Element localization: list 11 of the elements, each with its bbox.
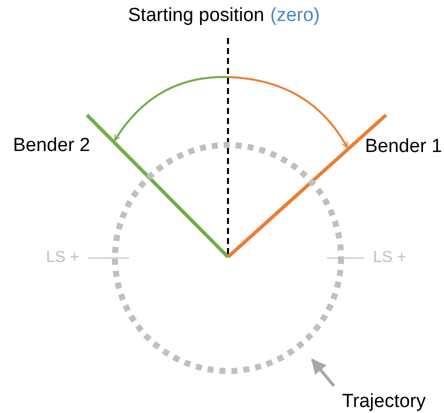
axis-label: LS +: [373, 249, 407, 267]
leader-line: [327, 257, 364, 259]
callout-text: Trajectory: [342, 390, 428, 413]
title-note: (zero): [270, 6, 320, 25]
leader-arrow: [311, 358, 336, 387]
leader-line: [88, 257, 129, 259]
title-text: Starting position: [128, 6, 264, 25]
trajectory-circle: [112, 142, 344, 374]
bender-label: Bender 2: [13, 136, 90, 155]
axis-label: LS +: [46, 249, 80, 267]
bender-label: Bender 1: [365, 137, 442, 156]
